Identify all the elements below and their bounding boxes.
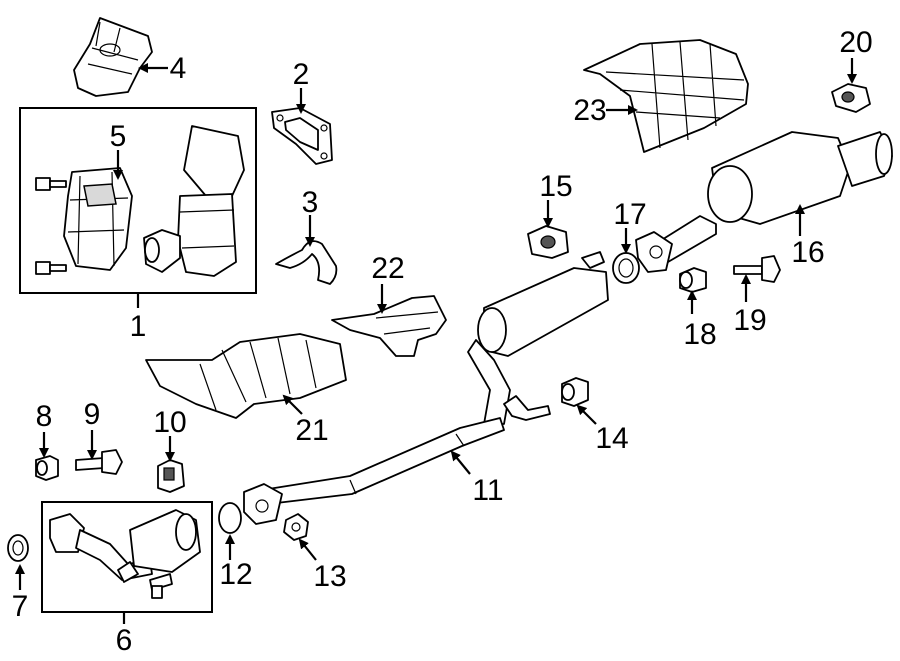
support-bracket-part	[275, 240, 338, 285]
insulator-part	[561, 377, 589, 407]
front-heat-shield-part	[145, 333, 347, 419]
callout-4: 4	[170, 52, 187, 85]
rubber-mount-part	[679, 267, 707, 293]
callout-17: 17	[613, 198, 646, 231]
callout-5: 5	[110, 120, 127, 153]
callout-11: 11	[472, 474, 503, 507]
middle-pipe-part	[243, 251, 609, 525]
callout-2: 2	[293, 58, 310, 91]
callout-8: 8	[36, 400, 53, 433]
callout-15: 15	[539, 170, 572, 203]
callout-18: 18	[683, 318, 716, 351]
callout-19: 19	[733, 304, 766, 337]
callout-20: 20	[839, 26, 872, 59]
callout-9: 9	[84, 398, 101, 431]
front-converter-box	[41, 501, 213, 613]
center-heat-shield-part	[331, 295, 447, 357]
flange-gasket-part	[218, 502, 242, 534]
flange-nut-part	[283, 513, 309, 541]
manifold-gasket-part	[271, 107, 333, 165]
callout-14: 14	[595, 422, 628, 455]
callout-16: 16	[791, 236, 824, 269]
front-seal-ring-part	[7, 534, 29, 562]
mid-hanger-part	[527, 225, 569, 259]
small-insulator-part	[35, 455, 59, 481]
callout-3: 3	[302, 186, 319, 219]
front-hanger-part	[157, 459, 185, 493]
manifold-heat-shield-part	[73, 17, 153, 97]
callout-21: 21	[295, 414, 328, 447]
seal-ring-part	[612, 252, 640, 284]
stud-bolt-part	[75, 449, 123, 475]
front-converter-part	[49, 509, 201, 599]
callout-10: 10	[153, 406, 186, 439]
callout-1: 1	[130, 310, 147, 343]
rubber-hanger-part	[831, 83, 871, 113]
bolt-part	[733, 255, 781, 283]
callout-13: 13	[313, 560, 346, 593]
callout-23: 23	[573, 94, 606, 127]
rear-muffler-part	[635, 131, 893, 273]
callout-22: 22	[371, 252, 404, 285]
rear-heat-shield-part	[583, 39, 749, 153]
callout-7: 7	[12, 590, 29, 623]
callout-12: 12	[219, 558, 252, 591]
leader-lines	[15, 58, 857, 624]
callout-6: 6	[116, 624, 133, 657]
converter-assembly-part	[35, 125, 245, 277]
callout-labels: 1 2 3 4 5 6 7 8 9 10 11 12 13 14 15 16 1…	[12, 26, 873, 657]
